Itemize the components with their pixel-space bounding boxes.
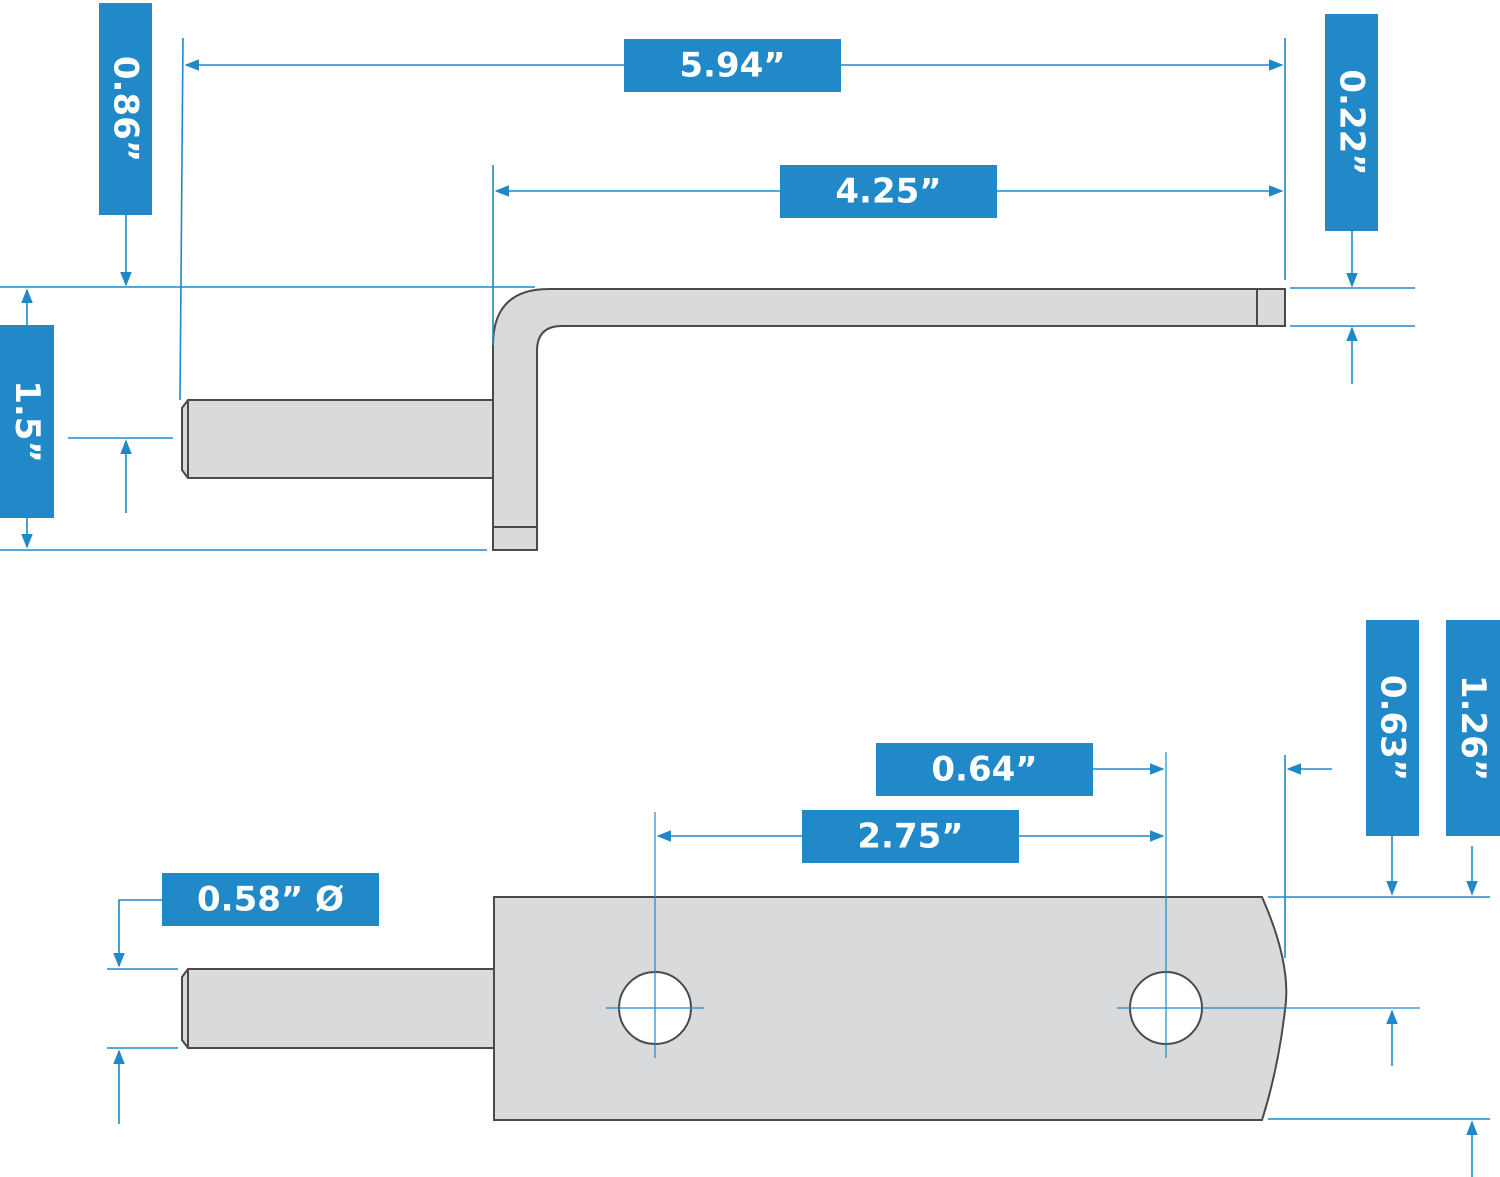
label-plate-width: 1.26” <box>1446 620 1500 836</box>
label-offset-top: 0.86” <box>99 3 152 215</box>
label-overall-length: 5.94” <box>624 39 841 92</box>
label-pin-diameter-text: 0.58” Ø <box>197 880 344 920</box>
label-overall-length-text: 5.94” <box>679 46 785 86</box>
label-plate-thickness: 0.22” <box>1325 14 1378 231</box>
label-hole-edge-distance: 0.64” <box>876 743 1093 796</box>
top-view-plate <box>493 896 1288 1121</box>
label-pin-diameter: 0.58” Ø <box>162 873 379 926</box>
side-view-bracket <box>492 288 1286 551</box>
side-view-pin <box>181 399 494 479</box>
label-plate-thickness-text: 0.22” <box>1332 69 1372 175</box>
label-overall-height: 1.5” <box>0 325 54 518</box>
label-hole-center-offset: 0.63” <box>1366 620 1419 836</box>
label-offset-top-text: 0.86” <box>106 56 146 162</box>
top-view-pin <box>181 968 495 1049</box>
label-arm-length: 4.25” <box>780 165 997 218</box>
side-view: 5.94” 4.25” 0.86” 0.22” 1.5” <box>0 3 1415 551</box>
label-arm-length-text: 4.25” <box>835 172 941 212</box>
top-view: 0.64” 2.75” 0.58” Ø 0.63” 1.26” <box>107 620 1500 1177</box>
label-hole-center-offset-text: 0.63” <box>1373 675 1413 781</box>
label-plate-width-text: 1.26” <box>1453 675 1493 781</box>
label-overall-height-text: 1.5” <box>7 380 47 463</box>
label-hole-spacing: 2.75” <box>802 810 1019 863</box>
label-hole-spacing-text: 2.75” <box>857 817 963 857</box>
label-hole-edge-distance-text: 0.64” <box>931 750 1037 790</box>
